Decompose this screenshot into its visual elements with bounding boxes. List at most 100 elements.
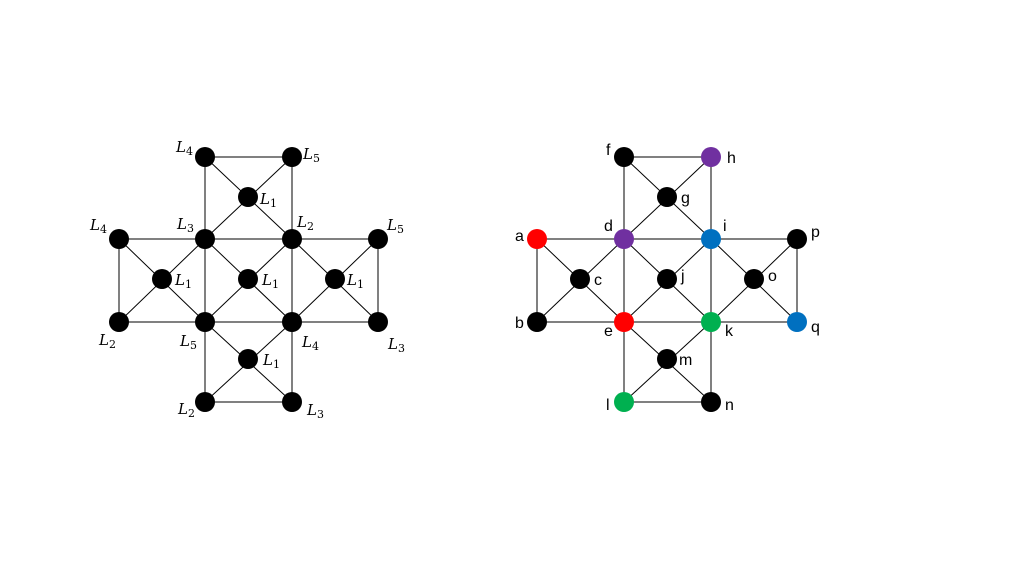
left-node-n [282, 392, 302, 412]
left-label-subscript: 4 [312, 340, 319, 353]
left-label-base: L [306, 401, 317, 419]
left-label: L3 [387, 335, 405, 355]
left-label: L4 [89, 216, 107, 236]
left-node-f [195, 147, 215, 167]
right-node-label-f: f [606, 142, 611, 159]
left-label-subscript: 1 [357, 278, 364, 291]
left-label-base: L [98, 331, 109, 349]
left-label: L1 [174, 271, 192, 291]
right-node-label-p: p [811, 224, 820, 241]
left-label-subscript: 3 [317, 408, 324, 421]
right-node-label-a: a [515, 228, 524, 245]
left-label-subscript: 1 [270, 197, 277, 210]
left-label: L3 [176, 215, 194, 235]
right-node-c [570, 269, 590, 289]
left-label: L2 [177, 400, 195, 420]
left-label-subscript: 4 [186, 145, 193, 158]
right-node-label-b: b [515, 315, 524, 332]
right-node-n [701, 392, 721, 412]
left-label: L4 [301, 333, 319, 353]
left-label-base: L [89, 216, 100, 234]
left-label-base: L [174, 271, 185, 289]
right-node-a [527, 229, 547, 249]
left-node-c [152, 269, 172, 289]
left-node-a [109, 229, 129, 249]
right-node-label-e: e [604, 323, 613, 340]
left-node-d [195, 229, 215, 249]
right-node-i [701, 229, 721, 249]
right-node-e [614, 312, 634, 332]
left-label: L2 [98, 331, 116, 351]
left-node-k [282, 312, 302, 332]
left-node-b [109, 312, 129, 332]
left-label: L1 [259, 190, 277, 210]
left-label-base: L [175, 138, 186, 156]
left-label-base: L [261, 271, 272, 289]
left-label-subscript: 3 [187, 222, 194, 235]
left-node-o [325, 269, 345, 289]
right-node-g [657, 187, 677, 207]
left-label-base: L [386, 216, 397, 234]
left-node-j [238, 269, 258, 289]
left-label-base: L [179, 332, 190, 350]
right-node-label-o: o [768, 268, 777, 285]
left-label: L5 [386, 216, 404, 236]
right-node-label-n: n [725, 397, 734, 414]
left-label-base: L [177, 400, 188, 418]
left-label-subscript: 1 [273, 358, 280, 371]
right-node-label-k: k [725, 323, 734, 340]
right-node-label-h: h [727, 150, 736, 167]
right-node-label-g: g [681, 190, 690, 207]
left-label-base: L [302, 145, 313, 163]
left-node-l [195, 392, 215, 412]
right-node-label-d: d [604, 218, 613, 235]
left-node-i [282, 229, 302, 249]
left-label-subscript: 5 [313, 152, 320, 165]
right-node-p [787, 229, 807, 249]
right-node-b [527, 312, 547, 332]
left-label-subscript: 3 [398, 342, 405, 355]
left-label: L5 [302, 145, 320, 165]
left-label: L4 [175, 138, 193, 158]
left-label-base: L [301, 333, 312, 351]
left-label: L3 [306, 401, 324, 421]
left-label-base: L [387, 335, 398, 353]
left-label-subscript: 1 [185, 278, 192, 291]
left-label-base: L [259, 190, 270, 208]
left-label: L1 [261, 271, 279, 291]
left-node-g [238, 187, 258, 207]
left-node-q [368, 312, 388, 332]
right-node-label-j: j [680, 268, 685, 285]
right-node-d [614, 229, 634, 249]
right-node-label-q: q [811, 319, 820, 336]
right-node-h [701, 147, 721, 167]
right-node-q [787, 312, 807, 332]
left-node-m [238, 349, 258, 369]
right-node-k [701, 312, 721, 332]
left-label-base: L [296, 213, 307, 231]
left-node-e [195, 312, 215, 332]
right-node-m [657, 349, 677, 369]
right-node-f [614, 147, 634, 167]
right-node-label-m: m [679, 352, 692, 369]
right-node-label-l: l [606, 397, 610, 414]
left-label-base: L [262, 351, 273, 369]
left-label: L2 [296, 213, 314, 233]
left-node-p [368, 229, 388, 249]
left-label-base: L [346, 271, 357, 289]
left-label: L5 [179, 332, 197, 352]
left-label: L1 [262, 351, 280, 371]
left-label-subscript: 2 [109, 338, 116, 351]
left-label-subscript: 2 [188, 407, 195, 420]
right-node-label-i: i [723, 218, 727, 235]
left-label-subscript: 4 [100, 223, 107, 236]
left-node-h [282, 147, 302, 167]
left-label-subscript: 1 [272, 278, 279, 291]
left-label-subscript: 5 [397, 223, 404, 236]
right-node-j [657, 269, 677, 289]
right-node-o [744, 269, 764, 289]
left-label-subscript: 5 [190, 339, 197, 352]
